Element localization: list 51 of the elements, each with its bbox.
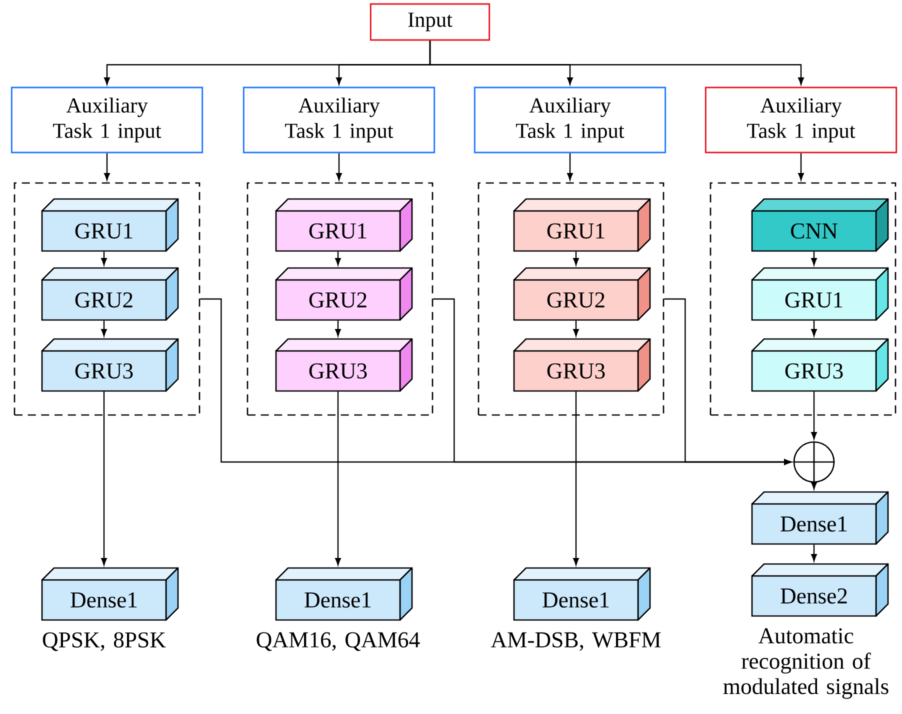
arrow [101, 252, 107, 266]
layer-block: GRU1 [513, 198, 651, 252]
input-box: Auxiliary Task 1 input [474, 86, 666, 154]
caption-text: Automatic recognition of modulated signals [723, 628, 888, 699]
layer-block: CNN [751, 198, 889, 252]
layer-block: Dense2 [751, 563, 889, 617]
arrow [104, 153, 110, 180]
layer-block: GRU2 [513, 267, 651, 321]
caption-text: QPSK, 8PSK [42, 632, 166, 652]
arrow [335, 252, 341, 266]
caption-text: QAM16, QAM64 [256, 632, 420, 651]
arrow [811, 320, 817, 336]
layer-block: GRU3 [41, 338, 179, 392]
arrow [798, 153, 804, 180]
sum-circle [792, 440, 836, 484]
layer-block: Dense1 [751, 491, 889, 545]
arrow [101, 392, 107, 566]
arrow [811, 544, 817, 562]
arrow [336, 153, 342, 180]
input-box: Auxiliary Task 1 input [704, 86, 898, 154]
dashed-group-box [14, 182, 200, 416]
layer-block: GRU1 [275, 198, 413, 252]
arrow [101, 320, 107, 336]
input-box: Auxiliary Task 1 input [242, 86, 436, 154]
layer-block: GRU2 [41, 267, 179, 321]
layer-block: GRU3 [275, 338, 413, 392]
layer-block: GRU1 [41, 198, 179, 252]
dashed-group-box [246, 182, 434, 416]
input-box: Input [370, 3, 490, 41]
caption-text: AM-DSB, WBFM [490, 632, 661, 651]
arrow [573, 252, 579, 266]
arrow [811, 252, 817, 266]
arrow [429, 40, 804, 85]
arrow [664, 298, 792, 465]
layer-block: GRU3 [751, 338, 889, 392]
layer-block: GRU3 [513, 338, 651, 392]
dashed-group-box [710, 182, 896, 416]
layer-block: GRU1 [751, 267, 889, 321]
layer-block: Dense1 [275, 567, 413, 621]
arrow [335, 320, 341, 336]
layer-block: Dense1 [41, 567, 179, 621]
input-box: Auxiliary Task 1 input [10, 86, 204, 154]
arrow [573, 320, 579, 336]
arrow [811, 482, 817, 490]
arrow [567, 153, 573, 180]
arrow [811, 392, 817, 440]
dashed-group-box [478, 182, 664, 416]
layer-block: GRU2 [275, 267, 413, 321]
layer-block: Dense1 [513, 567, 651, 621]
arrow [335, 392, 341, 566]
arrow [573, 392, 579, 566]
